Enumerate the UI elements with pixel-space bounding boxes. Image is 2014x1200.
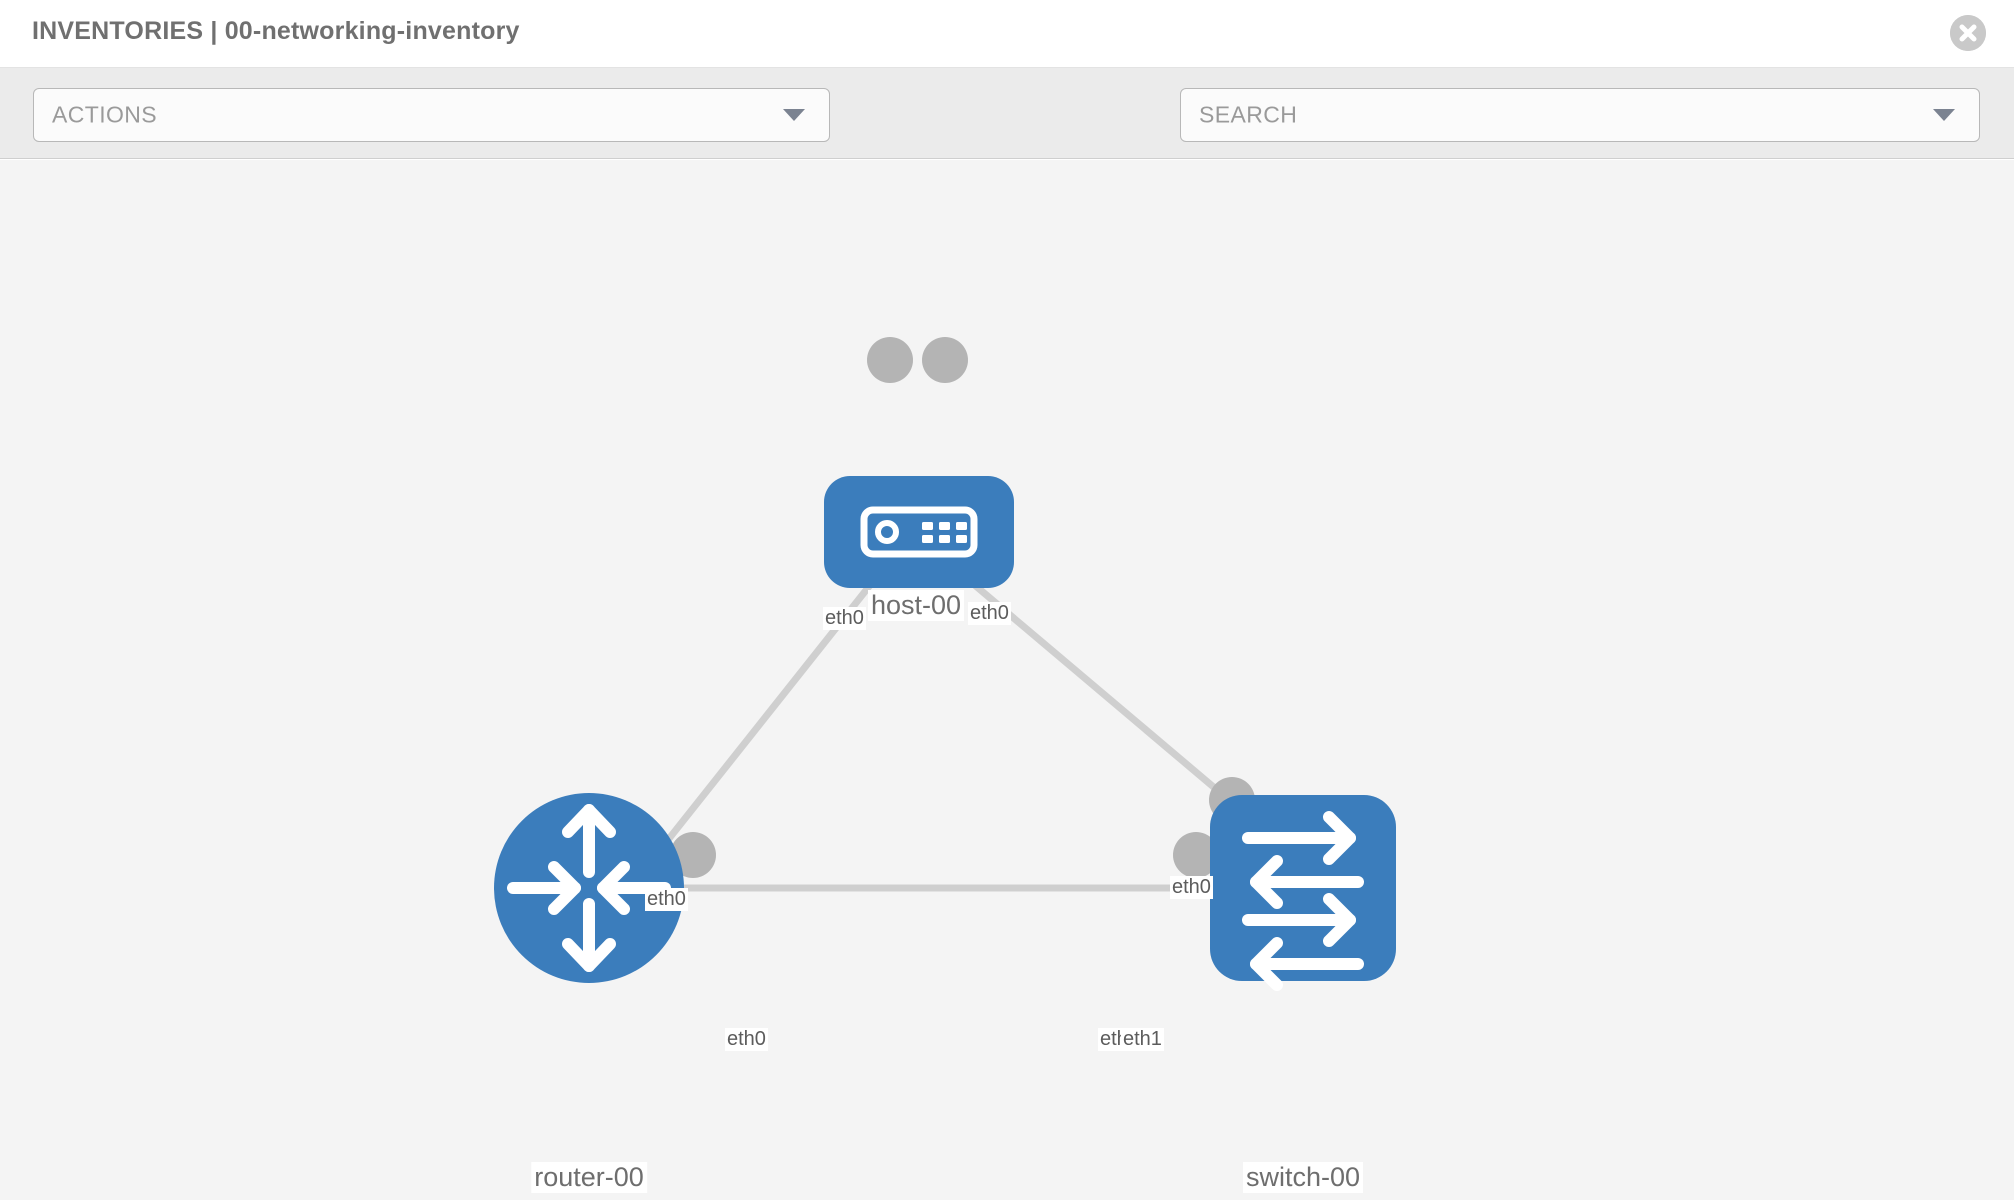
node-host-00 bbox=[824, 476, 1014, 588]
node-router-00 bbox=[494, 793, 684, 983]
connector-nub bbox=[922, 337, 968, 383]
iface-label: eth0 bbox=[645, 888, 688, 911]
edge-host-switch bbox=[942, 557, 1239, 809]
node-switch-00 bbox=[1210, 795, 1396, 991]
search-input[interactable]: SEARCH bbox=[1180, 88, 1980, 142]
chevron-down-icon bbox=[1933, 109, 1955, 121]
chevron-down-icon bbox=[783, 109, 805, 121]
toolbar: ACTIONS SEARC bbox=[0, 68, 2014, 197]
topology-canvas[interactable]: host-00 router-00 switch-00 eth0 eth0 et… bbox=[0, 160, 2014, 1200]
search-placeholder: SEARCH bbox=[1199, 101, 1298, 128]
iface-label: eth1 bbox=[1121, 1028, 1164, 1051]
graph-connectors bbox=[670, 337, 1255, 878]
topology-graph bbox=[494, 337, 1396, 991]
iface-label: eth0 bbox=[1170, 876, 1213, 899]
actions-dropdown-label: ACTIONS bbox=[52, 101, 158, 128]
node-label-router-00: router-00 bbox=[531, 1162, 647, 1193]
iface-label: eth0 bbox=[823, 607, 866, 630]
window-header: INVENTORIES | 00-networking-inventory bbox=[0, 0, 2014, 68]
node-label-host-00: host-00 bbox=[867, 590, 965, 621]
connector-nub bbox=[867, 337, 913, 383]
iface-label: eth0 bbox=[968, 602, 1011, 625]
close-icon[interactable] bbox=[1950, 15, 1986, 51]
iface-label: eth0 bbox=[725, 1028, 768, 1051]
edge-host-router bbox=[657, 557, 893, 853]
connector-nub bbox=[1173, 832, 1219, 878]
page-title: INVENTORIES | 00-networking-inventory bbox=[32, 17, 520, 45]
node-label-switch-00: switch-00 bbox=[1242, 1162, 1364, 1193]
actions-dropdown[interactable]: ACTIONS bbox=[33, 88, 830, 142]
